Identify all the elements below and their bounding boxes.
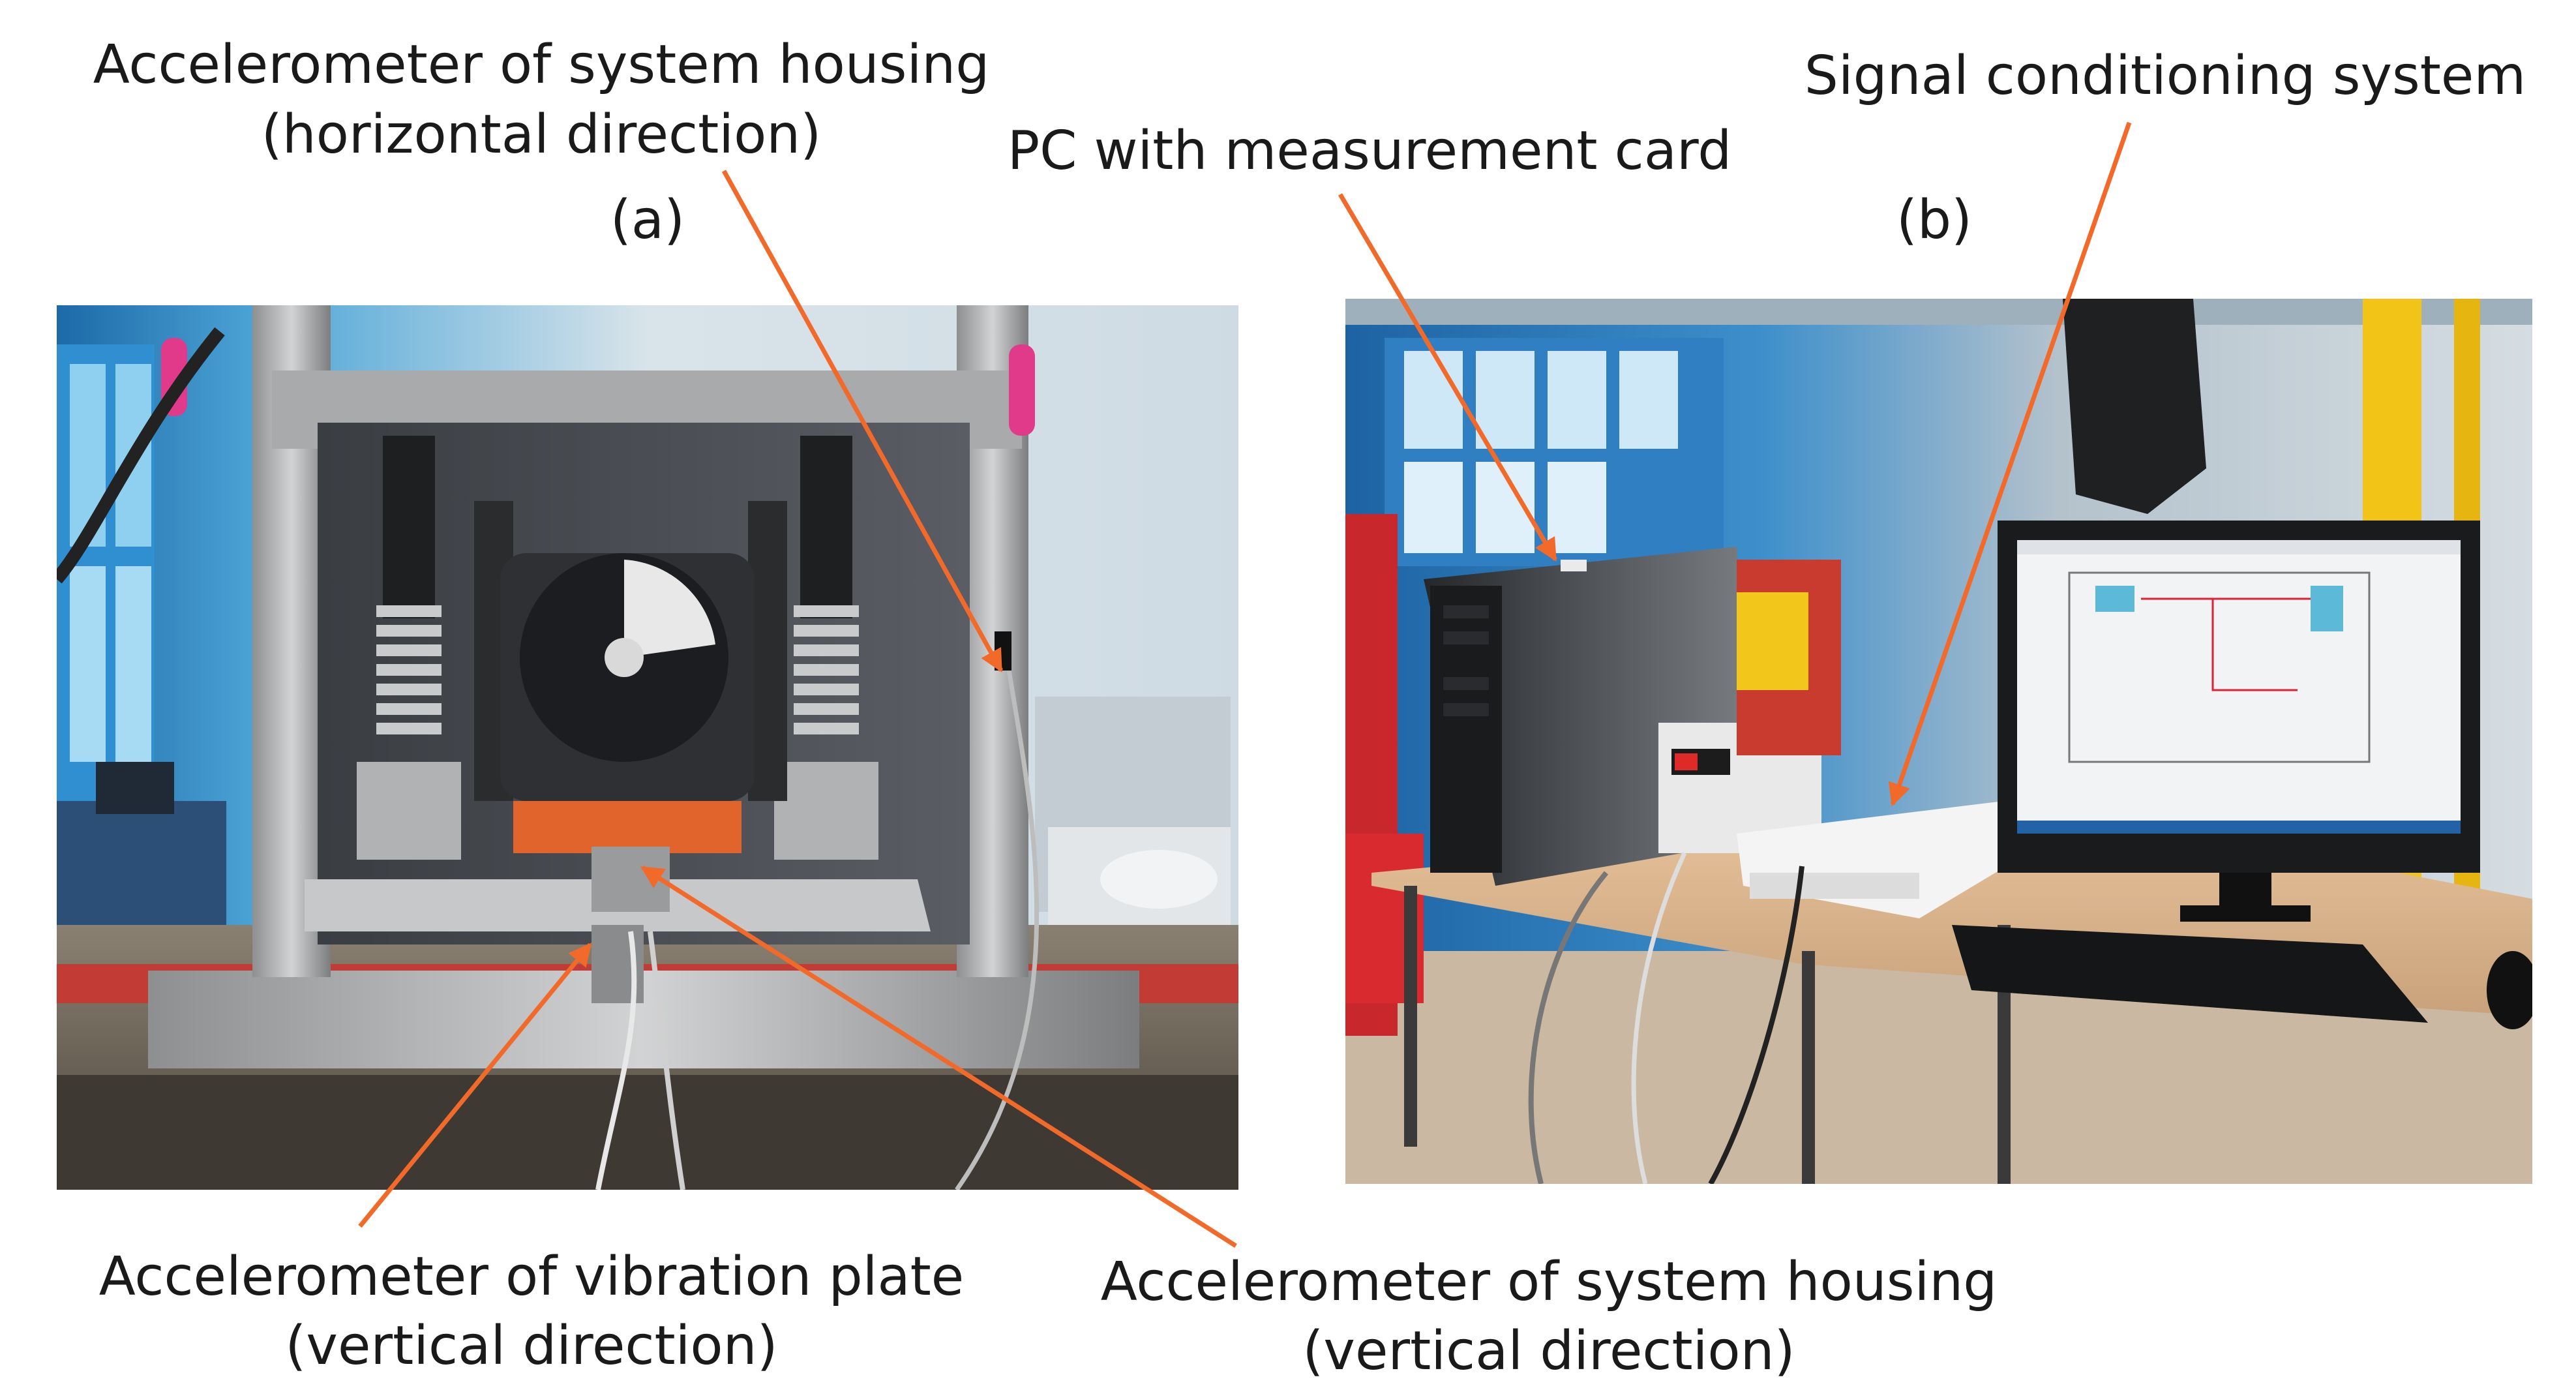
panel-b-letter: (b): [1896, 189, 1973, 251]
panel-a-letter: (a): [610, 189, 685, 251]
label-vibration-plate-line2: (vertical direction): [285, 1315, 778, 1377]
label-pc-measurement-card: PC with measurement card: [1007, 120, 1732, 182]
label-signal-conditioning: Signal conditioning system: [1804, 45, 2526, 107]
label-housing-horizontal-line2: (horizontal direction): [261, 104, 822, 166]
label-housing-vertical-line2: (vertical direction): [1302, 1320, 1795, 1382]
label-housing-vertical-line1: Accelerometer of system housing: [1100, 1251, 1998, 1313]
photo-test-rig: [57, 305, 1238, 1190]
photo-measurement-workstation: [1345, 299, 2532, 1184]
label-vibration-plate-line1: Accelerometer of vibration plate: [98, 1246, 965, 1308]
label-housing-horizontal-line1: Accelerometer of system housing: [93, 34, 990, 96]
